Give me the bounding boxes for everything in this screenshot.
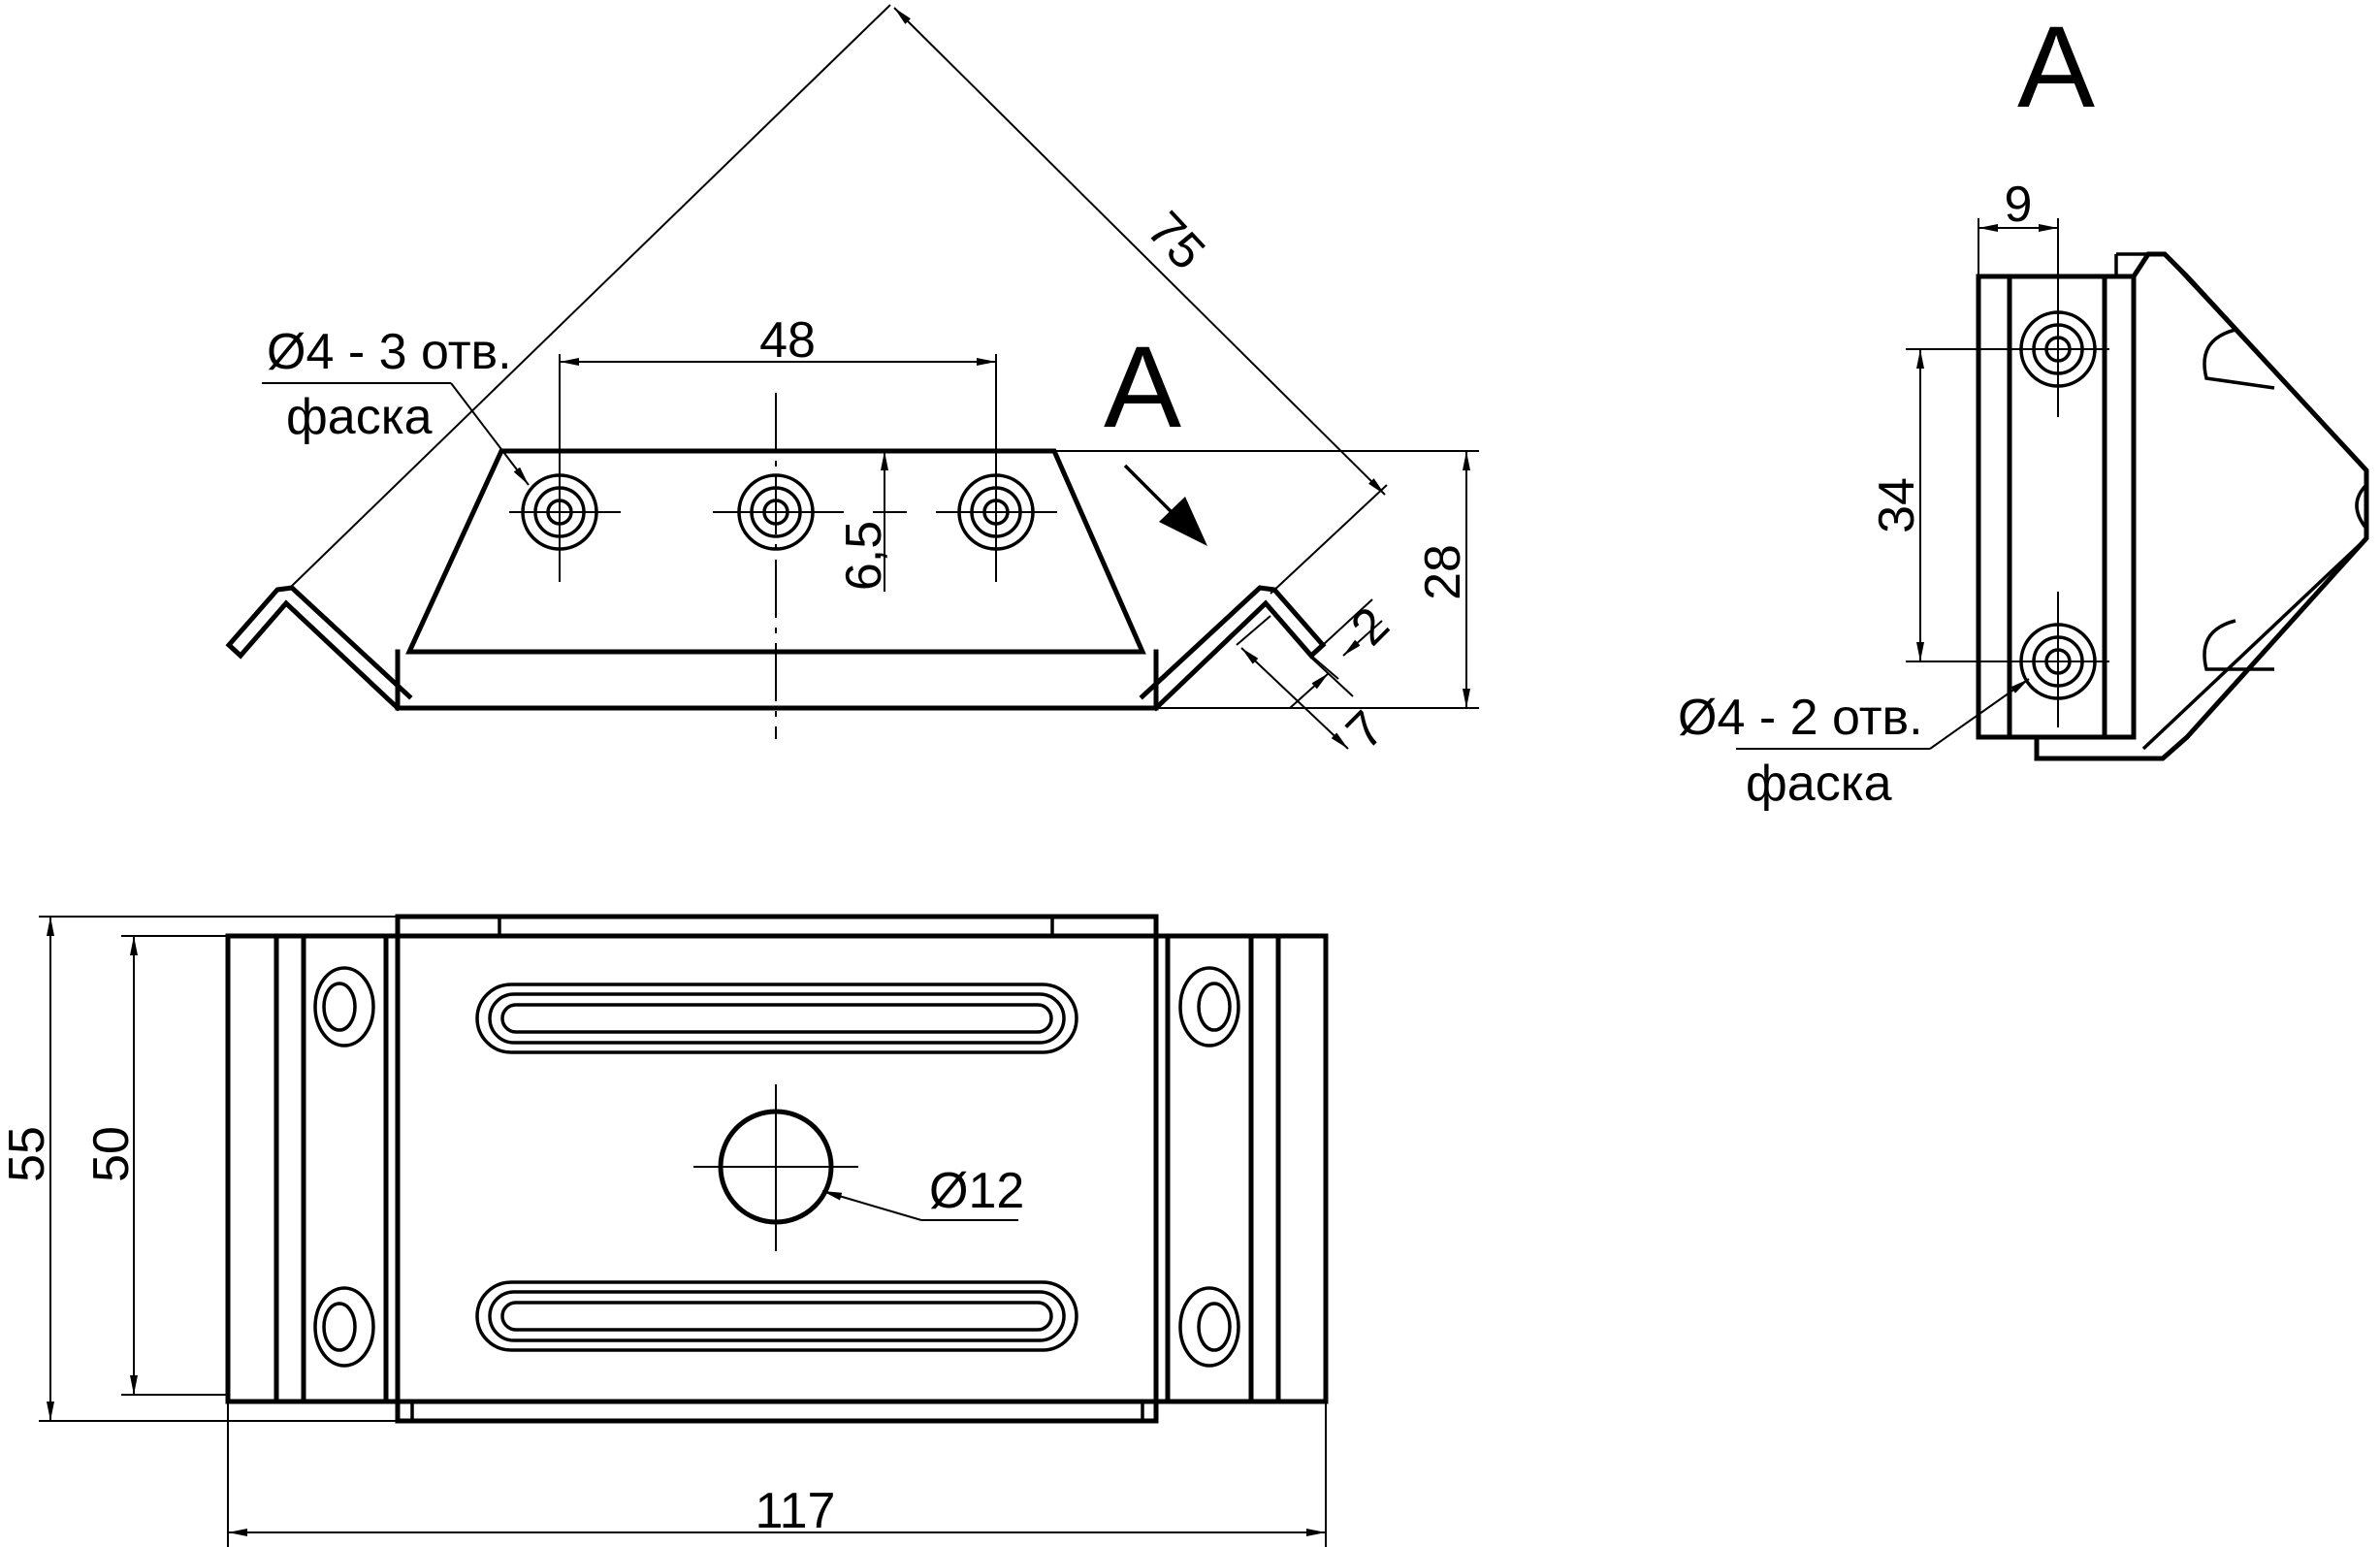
side-view-label-a: A [2017,2,2095,132]
dim-2: 2 [1340,596,1399,656]
front-view-right-flange [1139,585,1327,712]
plan-flange-hole-bl [313,1286,375,1368]
dim-55: 55 [0,1126,55,1182]
dim-6-5: 6,5 [836,521,892,591]
plan-view: Ø12 55 50 117 [0,914,1329,1547]
side-hole-note-line1: Ø4 - 2 отв. [1678,690,1923,746]
dim-34: 34 [1869,477,1925,533]
plan-flange-hole-tr [1178,966,1240,1047]
dim-28: 28 [1415,544,1471,600]
plan-rib-bottom [475,1280,1078,1352]
side-view-a: A 9 [1678,2,2369,812]
dim-48: 48 [759,312,816,369]
plan-flange-hole-tl [313,966,375,1047]
side-view-flange [2034,251,2369,761]
dim-7: 7 [1335,700,1395,759]
front-hole-note-line2: фаска [286,389,433,445]
dim-75: 75 [1136,201,1215,280]
plan-rib-top [475,983,1078,1054]
front-view: 48 6,5 28 75 2 7 A Ø4 - 3 отв. фаска [225,4,1479,760]
view-label-a: A [1104,322,1181,452]
side-view-plate [1976,274,2137,740]
front-hole-note-line1: Ø4 - 3 отв. [267,324,512,380]
dim-d12: Ø12 [929,1163,1024,1219]
front-view-body [405,448,1146,655]
front-view-left-flange [225,585,413,712]
dim-50: 50 [83,1126,140,1182]
side-hole-note-line2: фаска [1746,756,1892,812]
plan-view-right-flange [1153,933,1329,1404]
plan-view-left-flange [225,933,401,1404]
dim-9: 9 [2005,177,2033,233]
dim-117: 117 [756,1483,836,1539]
plan-flange-hole-br [1178,1286,1240,1368]
